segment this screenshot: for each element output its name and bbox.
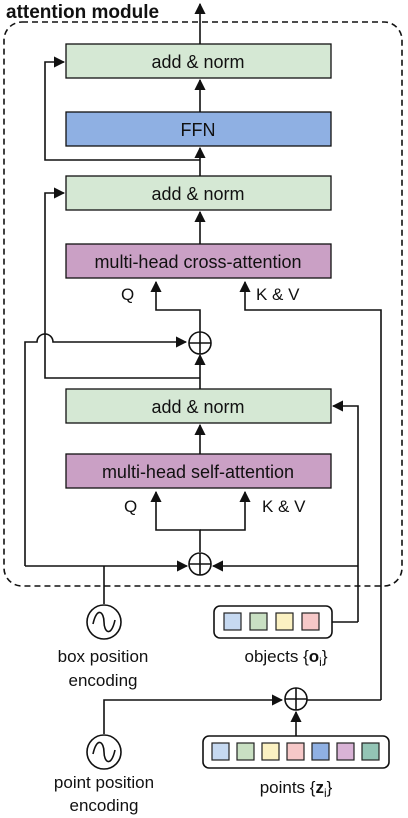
self-q-arrow xyxy=(150,490,201,552)
point-token-6 xyxy=(336,742,355,761)
cross-q-label: Q xyxy=(121,285,134,304)
ffn-label: FFN xyxy=(181,120,216,140)
ffn-block: FFN xyxy=(65,111,332,147)
object-token-1 xyxy=(223,612,242,631)
add-norm-low-block: add & norm xyxy=(65,388,332,424)
self-attention-block: multi-head self-attention xyxy=(65,453,332,489)
point-encoding-to-plus-arrow xyxy=(103,694,284,734)
points-plus-node xyxy=(284,687,308,711)
point-token-4 xyxy=(286,742,305,761)
object-token-4 xyxy=(301,612,320,631)
box-encoding-to-cross-plus xyxy=(24,333,188,566)
box-encoding-label-line2: encoding xyxy=(68,671,137,690)
add-norm-mid-block: add & norm xyxy=(65,175,332,211)
module-boundary xyxy=(3,21,403,587)
cross-kv-label: K & V xyxy=(256,285,300,304)
cross-attention-label: multi-head cross-attention xyxy=(94,252,301,272)
point-position-encoding-icon xyxy=(86,734,122,770)
add-norm-top-block: add & norm xyxy=(65,43,332,79)
object-token-3 xyxy=(275,612,294,631)
cross-q-arrow xyxy=(150,280,201,332)
self-kv-label: K & V xyxy=(262,497,306,516)
add-norm-top-label: add & norm xyxy=(151,52,244,72)
cross-plus-node xyxy=(188,331,212,355)
self-q-label: Q xyxy=(124,497,137,516)
point-token-7 xyxy=(361,742,380,761)
objects-token-group xyxy=(213,605,333,639)
box-encoding-label-line1: box position xyxy=(58,647,149,666)
residual-low-arrow xyxy=(331,400,359,566)
cross-attention-block: multi-head cross-attention xyxy=(65,243,332,279)
add-norm-low-label: add & norm xyxy=(151,397,244,417)
point-token-1 xyxy=(211,742,230,761)
objects-label: objects {oi} xyxy=(244,647,327,669)
point-encoding-label-line2: encoding xyxy=(69,796,138,815)
self-plus-node xyxy=(188,552,212,576)
self-kv-arrow xyxy=(200,490,251,531)
point-token-5 xyxy=(311,742,330,761)
object-token-2 xyxy=(249,612,268,631)
points-token-group xyxy=(202,735,390,769)
point-token-3 xyxy=(261,742,280,761)
residual-top-arrow xyxy=(44,56,200,161)
module-title: attention module xyxy=(6,2,159,23)
add-norm-mid-label: add & norm xyxy=(151,184,244,204)
self-attention-label: multi-head self-attention xyxy=(102,462,294,482)
box-position-encoding-icon xyxy=(86,604,122,640)
points-label: points {zi} xyxy=(260,778,333,800)
point-encoding-label-line1: point position xyxy=(54,773,154,792)
point-token-2 xyxy=(236,742,255,761)
cross-kv-arrow xyxy=(239,280,382,700)
residual-mid-arrow xyxy=(44,187,200,379)
